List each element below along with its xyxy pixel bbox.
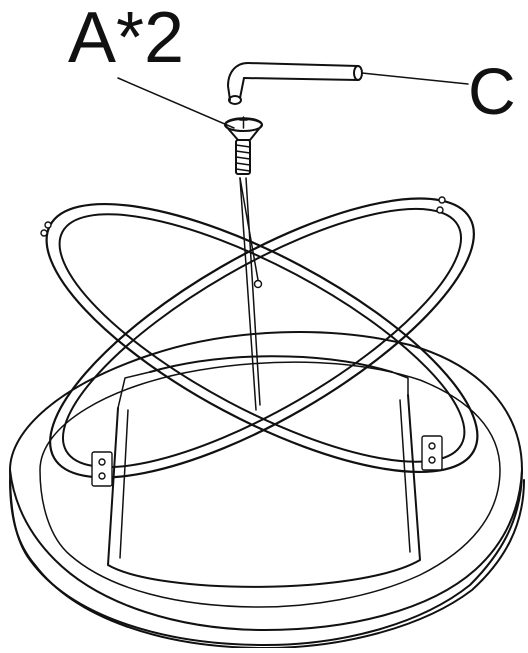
mount-brackets xyxy=(40,196,446,487)
screw-part-label: A*2 xyxy=(68,0,185,78)
ring-leg-2 xyxy=(49,197,475,479)
tabletop xyxy=(9,331,525,649)
hex-key-icon xyxy=(227,62,363,105)
countersunk-screw-icon xyxy=(224,116,263,175)
tool-part-label: C xyxy=(468,54,516,128)
pedestal xyxy=(107,355,421,588)
assembly-guide-lines xyxy=(239,177,261,411)
label-leaders xyxy=(117,72,469,129)
